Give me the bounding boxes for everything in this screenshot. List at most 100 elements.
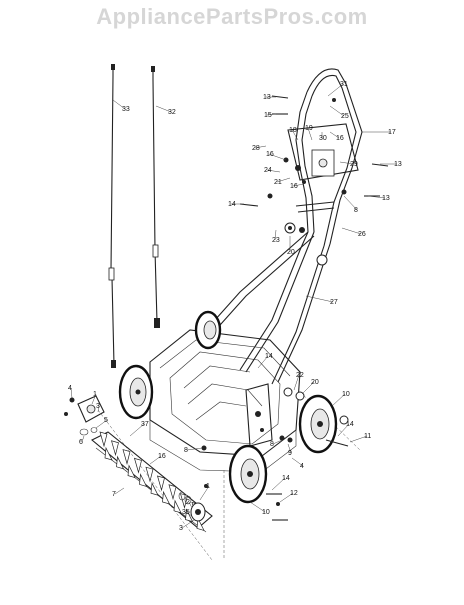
tine-blade [179,493,194,523]
leader-line [266,169,281,173]
handle-assembly [205,68,363,385]
leader-line [181,519,195,529]
wheel-rear-right [194,310,222,350]
leader-line [271,477,286,491]
callout-2: 2 [186,499,190,506]
tine-reel [77,395,213,533]
callout-3: 3 [96,403,100,410]
callout-3: 3 [179,525,183,532]
leader-line [95,419,108,429]
callout-26: 26 [358,231,366,238]
leader-line [291,129,299,141]
callout-35: 35 [182,509,190,516]
callout-32: 32 [168,109,176,116]
callout-16: 16 [158,453,166,460]
leader-line [188,501,193,509]
callout-37: 37 [141,421,149,428]
callout-5: 5 [104,417,108,424]
leader-line [274,229,277,241]
leader-line [305,295,334,303]
leader-line [97,405,100,413]
leader-line [257,355,269,369]
tine-blade [133,457,148,487]
tine-blade [156,475,171,505]
callout-11: 11 [364,433,371,440]
leader-line [341,227,362,235]
callout-8: 8 [354,207,358,214]
callout-13: 13 [382,195,390,202]
tine-blade [168,484,182,514]
leader-line [331,393,346,407]
callout-16: 16 [336,135,344,142]
leader-line [329,131,340,139]
callout-14: 14 [228,201,236,208]
tine-blade [122,449,136,479]
leader-line [266,113,277,116]
leader-line [343,195,358,211]
leader-line [287,443,292,454]
cable-32 [151,66,160,328]
leader-line [184,511,193,517]
leader-line [276,177,291,183]
tine-blade [110,440,125,470]
leader-line [199,485,210,501]
leader-line [327,83,344,97]
leader-line [249,501,266,513]
leader-line [349,435,368,443]
callout-15: 15 [264,112,272,119]
leader-line [81,435,85,443]
leader-line [339,161,354,165]
callout-16: 16 [290,183,298,190]
leader-line [70,387,73,399]
callout-28: 28 [252,145,260,152]
leader-line [254,145,267,149]
leader-line [91,393,97,405]
leader-line [114,487,125,495]
leader-line [149,455,162,465]
cable-33 [108,64,116,368]
leader-line [268,153,287,161]
callout-7: 7 [112,491,116,498]
callout-23: 23 [272,237,280,244]
leader-line [292,183,305,187]
leader-line [329,105,345,117]
callout-18: 18 [289,127,297,134]
callout-30: 30 [319,135,327,142]
callout-22: 22 [296,372,304,379]
callout-16: 16 [266,151,274,158]
callout-10: 10 [262,509,270,516]
callout-9: 9 [288,450,292,457]
wheel-rear-left [118,364,154,420]
callout-19: 19 [305,125,313,132]
callout-25: 25 [341,113,349,120]
callout-13: 13 [394,161,402,168]
callout-12: 12 [290,490,298,497]
leader-line [367,195,386,199]
leader-line [301,381,315,395]
callout-13: 13 [263,94,271,101]
leader-lines [70,83,397,529]
callout-1: 1 [93,391,97,398]
callout-29: 29 [350,161,358,168]
callout-8: 8 [184,447,188,454]
leader-line [112,99,126,110]
callout-20: 20 [311,379,319,386]
leader-line [337,423,350,437]
callout-20: 20 [287,249,295,256]
leader-line [279,492,294,503]
callout-33: 33 [122,106,130,113]
callout-14: 14 [282,475,290,482]
tine-blade [99,431,113,461]
callout-10: 10 [342,391,350,398]
callout-6: 6 [79,439,83,446]
watermark: AppliancePartsPros.com [96,4,368,29]
hardware [64,95,389,521]
callout-14: 14 [346,421,354,428]
callout-1: 1 [206,483,210,490]
callout-8: 8 [270,441,274,448]
callout-17: 17 [388,129,396,136]
callout-27: 27 [330,299,338,306]
callout-31: 31 [340,81,348,88]
